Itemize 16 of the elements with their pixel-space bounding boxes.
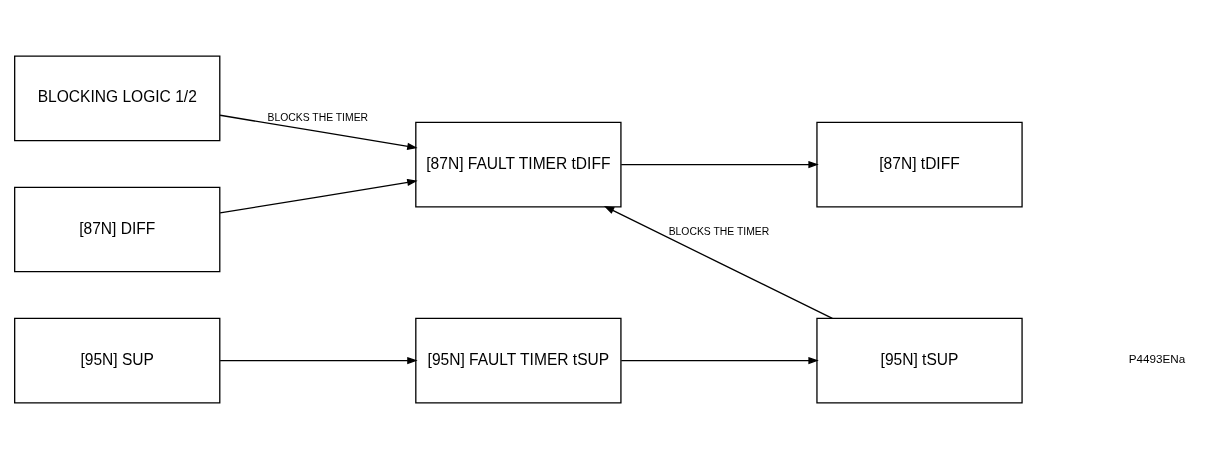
node-box: [87N] FAULT TIMER tDIFF bbox=[415, 121, 622, 208]
arrow bbox=[620, 356, 819, 365]
node-box: [87N] DIFF bbox=[14, 186, 221, 273]
arrow bbox=[219, 114, 418, 150]
arrow bbox=[603, 206, 834, 320]
arrow bbox=[219, 178, 418, 214]
node-box: [87N] tDIFF bbox=[816, 121, 1023, 208]
node-box: [95N] FAULT TIMER tSUP bbox=[415, 317, 622, 404]
edge-label: BLOCKS THE TIMER bbox=[668, 226, 770, 238]
node-box: [95N] tSUP bbox=[816, 317, 1023, 404]
edge-label: BLOCKS THE TIMER bbox=[267, 111, 369, 123]
arrow bbox=[620, 160, 819, 169]
label: P4493ENa bbox=[1128, 352, 1186, 366]
arrow bbox=[219, 356, 418, 365]
node-box: [95N] SUP bbox=[14, 317, 221, 404]
node-box: BLOCKING LOGIC 1/2 bbox=[14, 55, 221, 142]
